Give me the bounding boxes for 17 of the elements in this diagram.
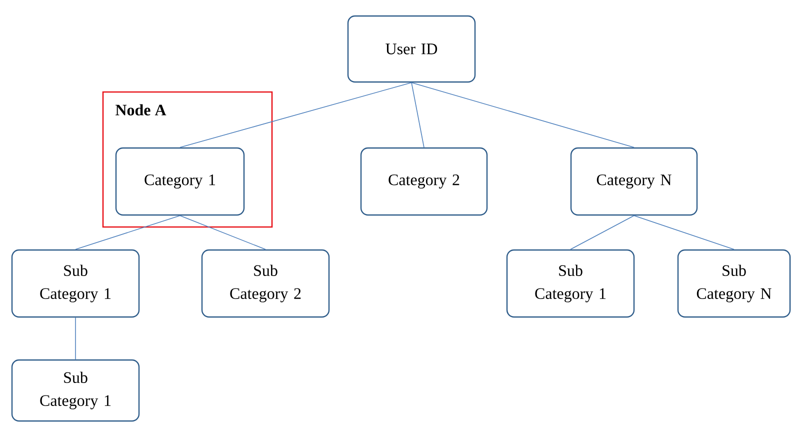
category-box: User ID [347, 15, 476, 83]
category-box: Category 1 [115, 147, 245, 216]
connector-line [180, 215, 266, 250]
category-box: Sub Category N [677, 249, 791, 318]
category-box: Sub Category 2 [201, 249, 330, 318]
connector-line [180, 82, 412, 148]
connector-line [411, 82, 634, 148]
connector-line [75, 215, 180, 250]
connector-line [634, 215, 734, 250]
connector-line [570, 215, 634, 250]
connector-line [75, 317, 76, 360]
category-box: Sub Category 1 [11, 249, 140, 318]
connector-line [411, 82, 424, 148]
category-box: Category 2 [360, 147, 488, 216]
category-box: Category N [570, 147, 698, 216]
category-box: Sub Category 1 [11, 359, 140, 422]
category-box: Sub Category 1 [506, 249, 635, 318]
